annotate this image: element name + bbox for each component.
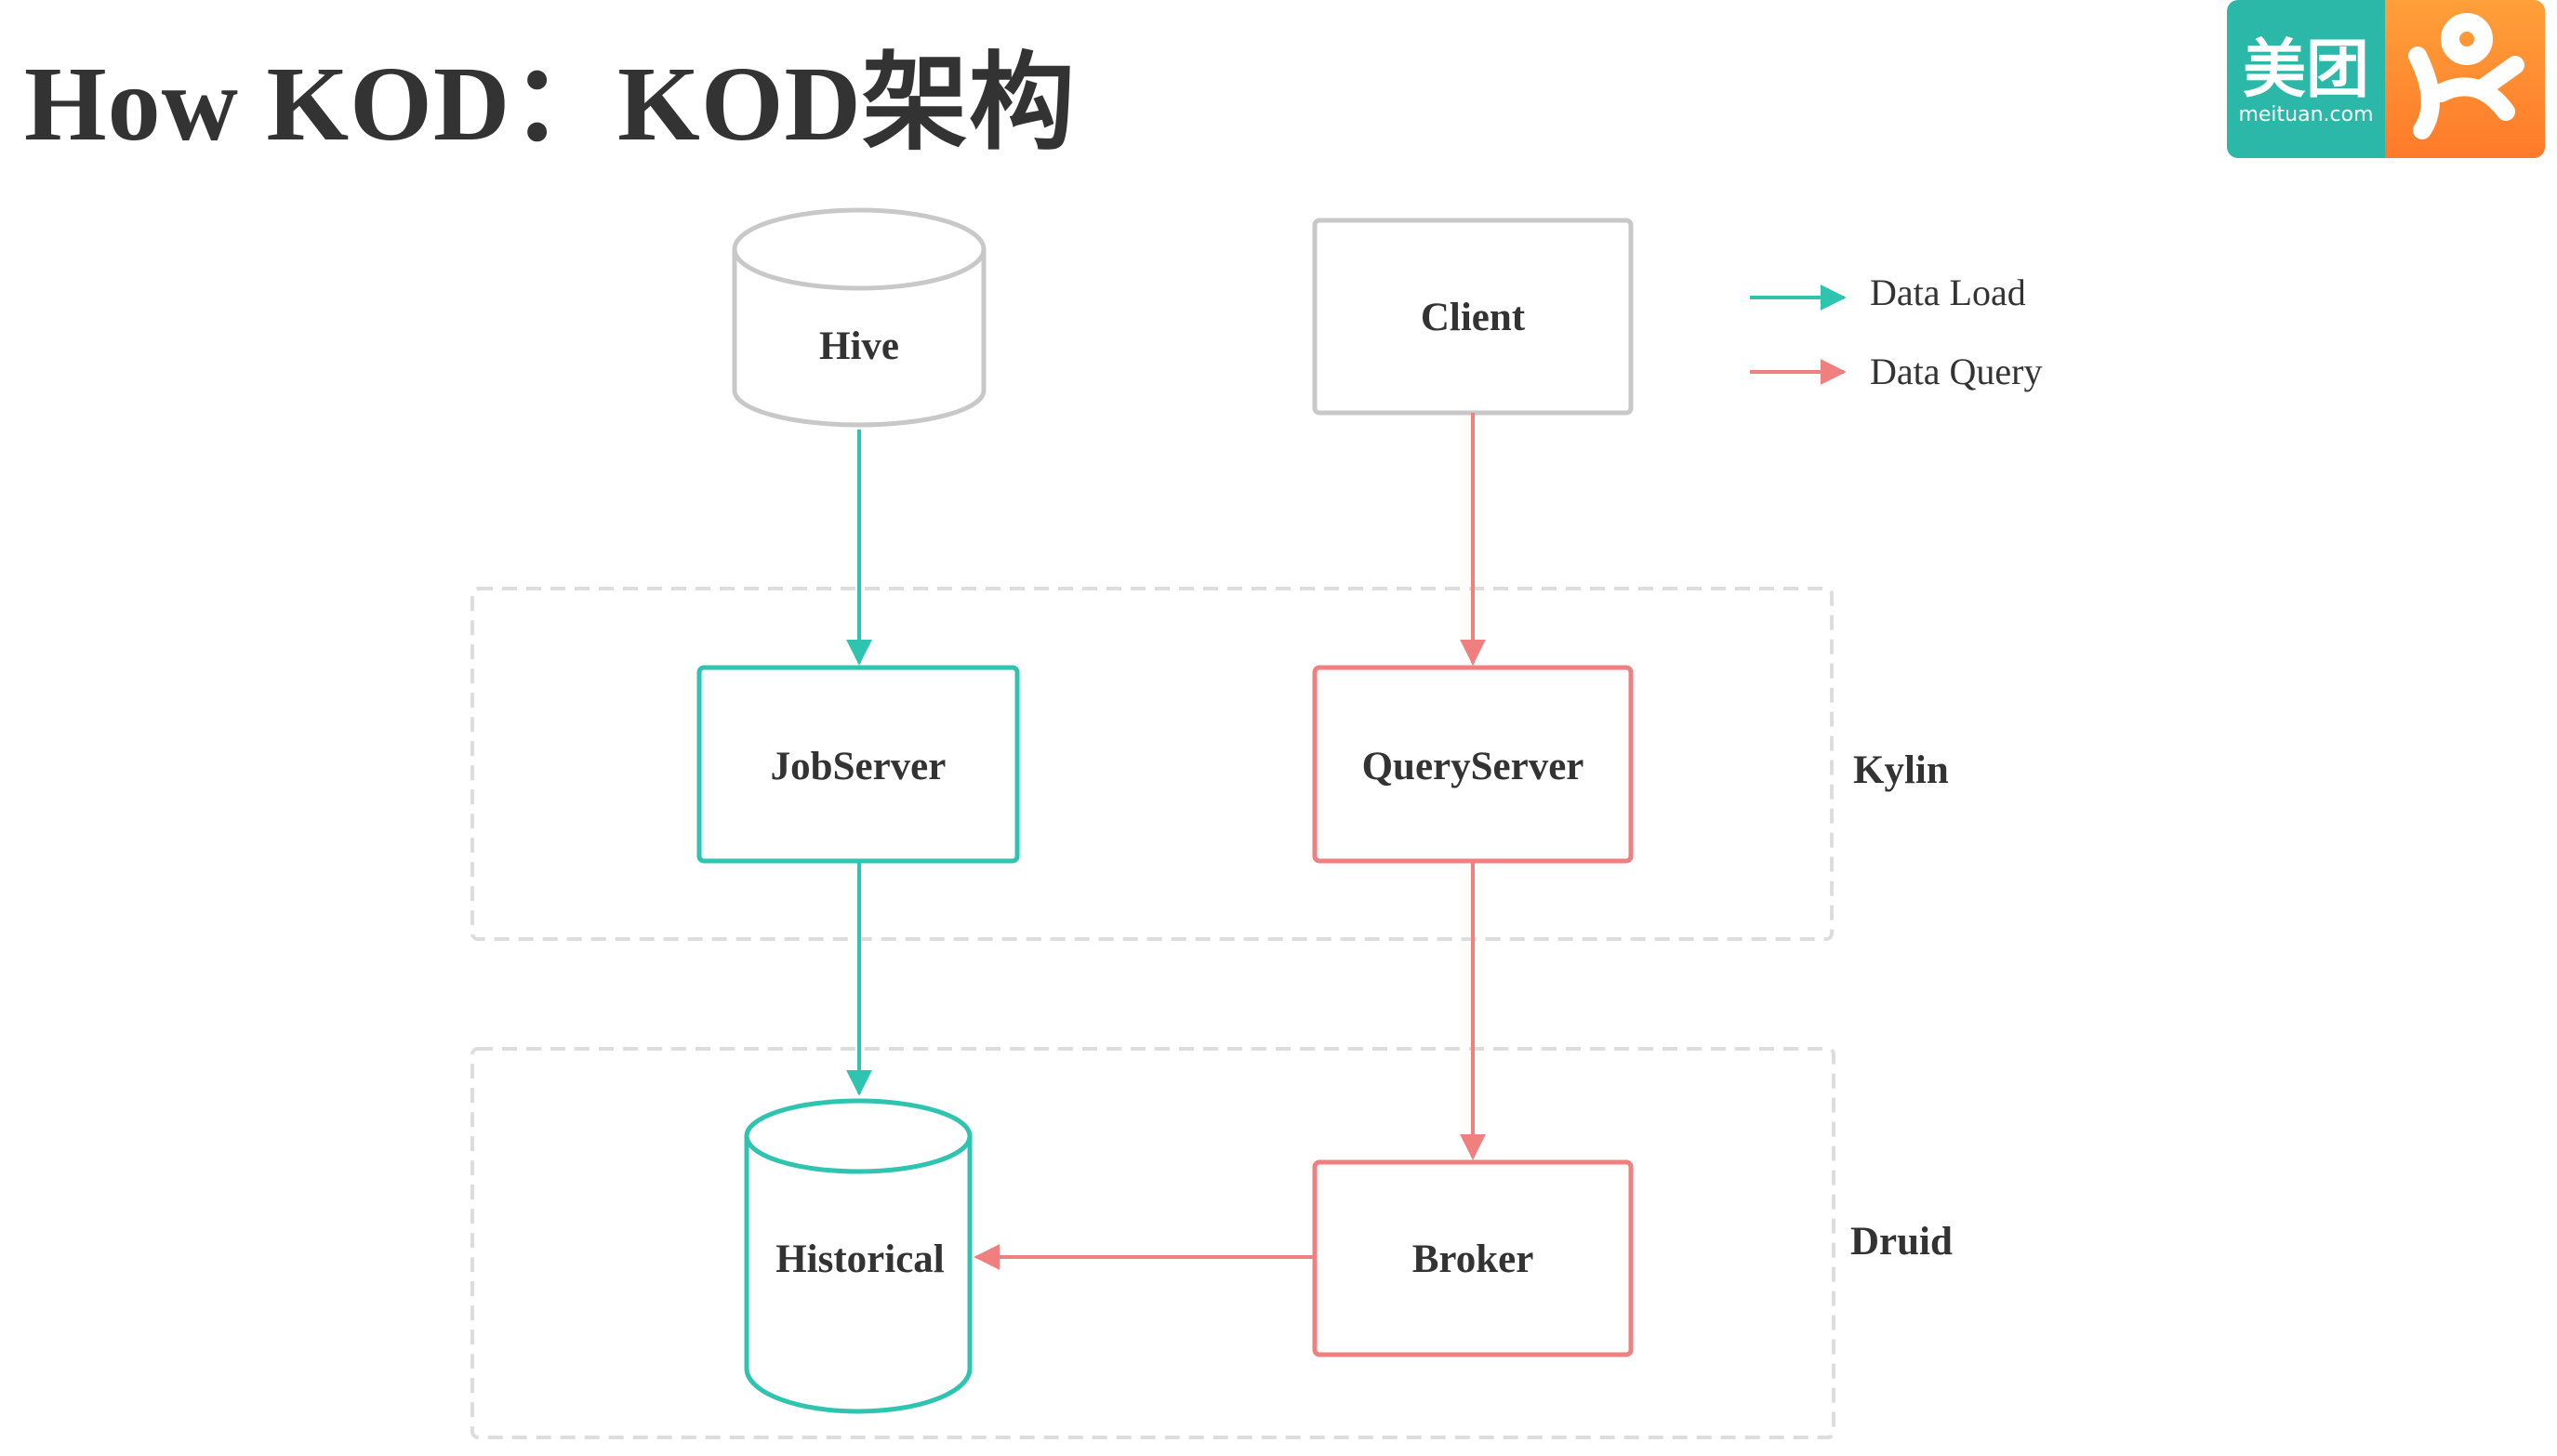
hive-node: Hive (732, 207, 987, 428)
broker-label: Broker (1412, 1238, 1534, 1281)
historical-label: Historical (775, 1238, 945, 1281)
broker-node: Broker (1312, 1159, 1634, 1357)
druid-group-box (470, 1047, 1835, 1439)
client-label: Client (1421, 296, 1526, 339)
legend-load-label: Data Load (1870, 271, 2026, 313)
page-title: How KOD：KOD架构 (24, 45, 1076, 163)
queryserver-label: QueryServer (1362, 745, 1584, 788)
kylin-group-box (470, 587, 1834, 941)
logo-brand-cn: 美团 (2243, 33, 2369, 107)
logo-figure-icon (2408, 13, 2524, 139)
jobserver-label: JobServer (771, 745, 947, 788)
logo-brand-url: meituan.com (2238, 103, 2373, 126)
jobserver-node: JobServer (696, 665, 1020, 864)
queryserver-node: QueryServer (1312, 665, 1634, 864)
legend-query-label: Data Query (1870, 351, 2042, 392)
kylin-group-label: Kylin (1853, 748, 1949, 792)
client-node: Client (1312, 218, 1634, 416)
hive-label: Hive (819, 324, 899, 368)
historical-node: Historical (744, 1098, 973, 1414)
druid-group-label: Druid (1850, 1220, 1953, 1264)
legend: Data Load Data Query (1750, 271, 2042, 392)
meituan-logo: 美团 meituan.com (2227, 0, 2545, 158)
